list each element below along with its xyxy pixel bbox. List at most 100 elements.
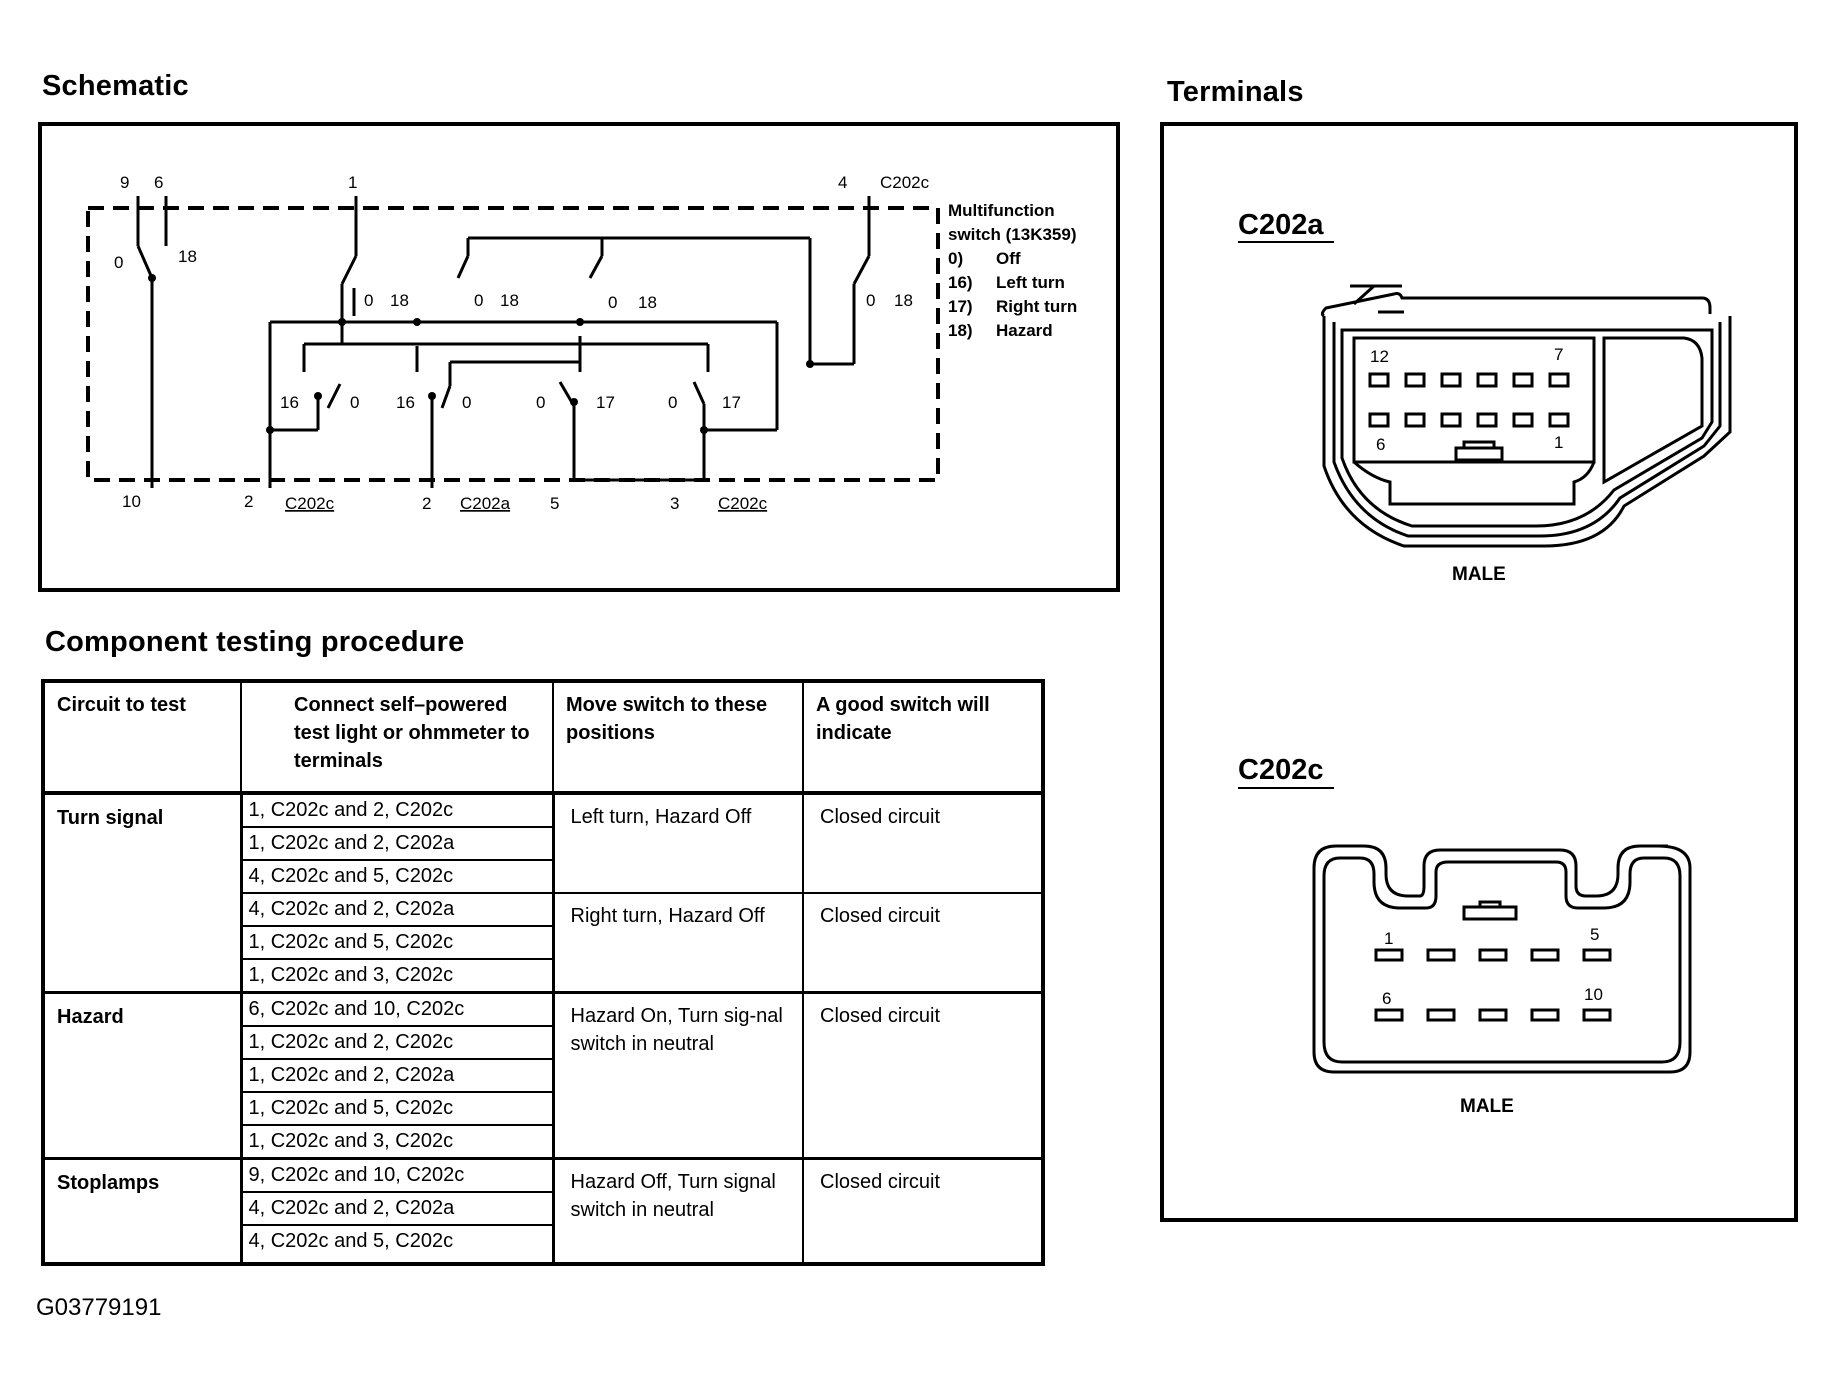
pin-number: 12: [1370, 347, 1389, 366]
position-cell: Left turn, Hazard Off: [552, 792, 804, 894]
terminal-cell: 4, C202c and 5, C202c: [240, 859, 555, 894]
circuit-cell: Stoplamps: [42, 1157, 243, 1265]
procedure-title: Component testing procedure: [45, 626, 465, 658]
pin-label: 1: [348, 173, 357, 192]
table-row: 4, C202c and 2, C202a Right turn, Hazard…: [43, 892, 1044, 994]
legend-label: Off: [996, 249, 1021, 268]
table-row: 1, C202c and 2, C202a: [43, 1058, 1043, 1093]
table-row: Turn signal 1, C202c and 2, C202c Left t…: [42, 792, 1044, 994]
c202a-housing: [1320, 284, 1732, 548]
pin-number: 10: [1584, 985, 1603, 1004]
legend-name: Multifunction: [948, 201, 1055, 220]
table-row: 4, C202c and 5, C202c: [43, 1224, 1043, 1265]
procedure-table: Circuit to test Connect self–powered tes…: [41, 679, 1045, 1266]
position-cell: Hazard Off, Turn signal switch in neutra…: [552, 1157, 804, 1265]
terminal-cell: 1, C202c and 5, C202c: [240, 1091, 555, 1126]
terminals-title: Terminals: [1167, 76, 1304, 108]
terminal-cell: 1, C202c and 2, C202a: [240, 826, 555, 861]
pin-label: 9: [120, 173, 129, 192]
legend-label: Hazard: [996, 321, 1053, 340]
connector-label: C202a: [460, 494, 511, 513]
terminal-cell: 4, C202c and 2, C202a: [240, 892, 555, 927]
schematic-title: Schematic: [42, 70, 189, 102]
pin-label: 6: [154, 173, 163, 192]
table-row: Hazard 6, C202c and 10, C202c Hazard On,…: [42, 991, 1044, 1160]
switch-label: 0: [668, 393, 677, 412]
c202a-pins: [1368, 372, 1570, 428]
terminal-cell: 4, C202c and 2, C202a: [240, 1191, 555, 1226]
schematic-diagram: 9 6 1 4 C202c 0 18 0 18 0 18 0 18 0 18 1…: [86, 173, 1077, 513]
switch-label: 0: [350, 393, 359, 412]
table-row: 1, C202c and 5, C202c: [43, 1091, 1043, 1126]
pin-label: 10: [122, 492, 141, 511]
legend-code: 16): [948, 273, 973, 292]
c202c-pins: [1374, 948, 1612, 1022]
circuit-cell: Hazard: [42, 991, 243, 1160]
terminal-cell: 1, C202c and 2, C202c: [240, 792, 555, 828]
switch-label: 0: [608, 293, 617, 312]
connector-label: C202c: [880, 173, 930, 192]
header-positions: Move switch to these positions: [552, 680, 804, 795]
indication-cell: Closed circuit: [802, 892, 1044, 994]
legend-label: Left turn: [996, 273, 1065, 292]
terminal-cell: 1, C202c and 3, C202c: [240, 958, 555, 994]
switch-label: 0: [364, 291, 373, 310]
indication-cell: Closed circuit: [802, 1157, 1044, 1265]
table-row: 1, C202c and 3, C202c: [43, 1124, 1043, 1160]
switch-label: 17: [596, 393, 615, 412]
switch-label: 0: [474, 291, 483, 310]
header-terminals: Connect self–powered test light or ohmme…: [240, 680, 554, 795]
pin-label: 2: [244, 492, 253, 511]
pin-label: 5: [550, 494, 559, 513]
indication-cell: Closed circuit: [802, 792, 1044, 894]
connector-name: C202a: [1238, 209, 1324, 241]
switch-label: 18: [390, 291, 409, 310]
legend-code: 17): [948, 297, 973, 316]
terminal-cell: 1, C202c and 2, C202a: [240, 1058, 555, 1093]
table-row: 1, C202c and 2, C202a: [43, 826, 1043, 861]
pin-number: 1: [1384, 929, 1393, 948]
switch-label: 0: [866, 291, 875, 310]
table-row: 4, C202c and 5, C202c: [43, 859, 1043, 894]
switch-label: 0: [536, 393, 545, 412]
connector-label: C202c: [285, 494, 335, 513]
pin-number: 6: [1376, 435, 1385, 454]
terminal-cell: 4, C202c and 5, C202c: [240, 1224, 555, 1265]
legend-name: switch (13K359): [948, 225, 1077, 244]
switch-label: 18: [894, 291, 913, 310]
switch-label: 18: [500, 291, 519, 310]
position-cell: Right turn, Hazard Off: [552, 892, 804, 994]
legend-code: 18): [948, 321, 973, 340]
indication-cell: Closed circuit: [802, 991, 1044, 1160]
c202c-housing: [1312, 844, 1692, 1074]
position-cell: Hazard On, Turn sig-nal switch in neutra…: [552, 991, 804, 1160]
table-row: Stoplamps 9, C202c and 10, C202c Hazard …: [42, 1157, 1044, 1265]
terminals-panel: C202a 12 7 6 1 MALE C202c: [1160, 122, 1798, 1222]
terminal-cell: 6, C202c and 10, C202c: [240, 991, 555, 1027]
schematic-panel: 9 6 1 4 C202c 0 18 0 18 0 18 0 18 0 18 1…: [38, 122, 1120, 592]
legend-label: Right turn: [996, 297, 1077, 316]
connector-label: C202c: [718, 494, 768, 513]
switch-label: 16: [396, 393, 415, 412]
gender-label: MALE: [1452, 564, 1506, 585]
table-row: 1, C202c and 2, C202c: [43, 1025, 1043, 1060]
pin-number: 7: [1554, 345, 1563, 364]
terminal-cell: 9, C202c and 10, C202c: [240, 1157, 555, 1193]
pin-number: 1: [1554, 433, 1563, 452]
switch-label: 16: [280, 393, 299, 412]
terminals-diagram: C202a 12 7 6 1 MALE C202c: [1238, 209, 1732, 1117]
table-row: 1, C202c and 3, C202c: [43, 958, 1043, 994]
header-indication: A good switch will indicate: [802, 680, 1044, 795]
table-header-row: Circuit to test Connect self–powered tes…: [42, 680, 1044, 795]
switch-label: 18: [178, 247, 197, 266]
gender-label: MALE: [1460, 1096, 1514, 1117]
switch-label: 17: [722, 393, 741, 412]
terminal-cell: 1, C202c and 2, C202c: [240, 1025, 555, 1060]
terminal-cell: 1, C202c and 5, C202c: [240, 925, 555, 960]
legend-code: 0): [948, 249, 963, 268]
connector-name: C202c: [1238, 754, 1323, 786]
table-row: 4, C202c and 2, C202a: [43, 1191, 1043, 1226]
table-row: 1, C202c and 5, C202c: [43, 925, 1043, 960]
circuit-cell: Turn signal: [42, 792, 243, 994]
pin-label: 4: [838, 173, 847, 192]
